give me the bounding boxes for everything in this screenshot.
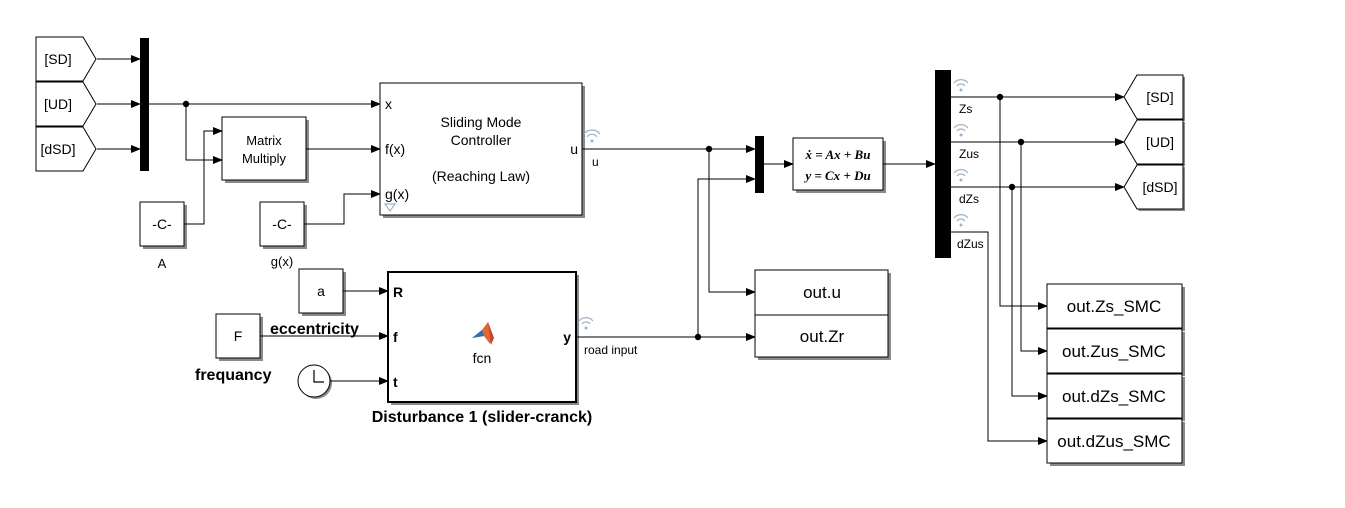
constant-a-eccentricity-block[interactable]: a <box>298 268 346 316</box>
state-space-eq2: y = Cx + Du <box>803 168 870 183</box>
goto-tag-label: [UD] <box>44 96 72 112</box>
goto-tag-label: [dSD] <box>40 141 75 157</box>
disturbance-port-r: R <box>393 284 403 300</box>
sliding-mode-controller-block[interactable]: Sliding Mode Controller (Reaching Law) x… <box>379 82 585 218</box>
constant-a-block[interactable]: -C- <box>139 201 187 249</box>
goto-tag-sd-right[interactable]: [SD] <box>1123 74 1185 121</box>
matrix-multiply-block[interactable]: Matrix Multiply <box>221 116 309 183</box>
signal-log-icon <box>953 169 969 182</box>
frequency-label: frequancy <box>195 367 272 384</box>
constant-a-value: -C- <box>152 216 172 232</box>
disturbance-fcn-block[interactable]: R f t y fcn <box>387 271 579 405</box>
disturbance-port-f: f <box>393 329 398 345</box>
signal-log-icon <box>953 214 969 227</box>
constant-g-value: -C- <box>272 216 292 232</box>
const-f-value: F <box>234 328 243 344</box>
fcn-label: fcn <box>473 350 492 366</box>
signal-log-icon <box>578 317 594 330</box>
state-space-block[interactable]: ẋ = Ax + Bu y = Cx + Du <box>792 137 886 193</box>
disturbance-port-y: y <box>563 329 571 345</box>
matrix-multiply-line2: Multiply <box>242 151 287 166</box>
out-label: out.Zus_SMC <box>1062 342 1166 361</box>
goto-tag-dsd-left[interactable]: [dSD] <box>35 126 97 172</box>
demux-right[interactable] <box>935 70 951 258</box>
disturbance-title: Disturbance 1 (slider-cranck) <box>372 409 593 426</box>
state-space-eq1: ẋ = Ax + Bu <box>805 147 871 162</box>
goto-tag-ud-right[interactable]: [UD] <box>1123 119 1185 166</box>
matrix-multiply-line1: Matrix <box>246 133 282 148</box>
signal-zus-label: Zus <box>959 147 979 161</box>
controller-line3: (Reaching Law) <box>432 168 530 184</box>
signal-log-icon <box>953 79 969 92</box>
eccentricity-label: eccentricity <box>270 321 359 338</box>
out-dzs-smc-block[interactable]: out.dZs_SMC <box>1046 373 1185 421</box>
signal-dzus-label: dZus <box>957 237 984 251</box>
log-signal-icon <box>383 203 397 213</box>
goto-tag-dsd-right[interactable]: [dSD] <box>1123 164 1185 211</box>
out-label: out.Zr <box>800 327 845 346</box>
signal-log-icon <box>583 129 601 143</box>
signal-log-icon <box>953 124 969 137</box>
signal-u-label: u <box>592 155 599 169</box>
goto-tag-label: [UD] <box>1146 134 1174 150</box>
clock-icon[interactable] <box>297 364 332 399</box>
signal-zs-label: Zs <box>959 102 972 116</box>
matlab-logo-icon <box>472 322 494 345</box>
out-label: out.dZs_SMC <box>1062 387 1166 406</box>
constant-g-label: g(x) <box>271 254 293 269</box>
out-u-block[interactable]: out.u <box>754 269 891 318</box>
const-a-value: a <box>317 283 325 299</box>
goto-tag-label: [SD] <box>44 51 71 67</box>
out-zs-smc-block[interactable]: out.Zs_SMC <box>1046 283 1185 331</box>
disturbance-port-t: t <box>393 374 398 390</box>
controller-port-u: u <box>570 141 578 157</box>
out-zus-smc-block[interactable]: out.Zus_SMC <box>1046 328 1185 376</box>
mux-middle[interactable] <box>755 136 764 193</box>
signal-dzs-label: dZs <box>959 192 979 206</box>
goto-tag-ud-left[interactable]: [UD] <box>35 81 97 127</box>
mux-left[interactable] <box>140 38 149 171</box>
constant-g-block[interactable]: -C- <box>259 201 307 249</box>
out-zr-block[interactable]: out.Zr <box>754 314 891 360</box>
out-label: out.Zs_SMC <box>1067 297 1161 316</box>
controller-port-x: x <box>385 96 392 112</box>
goto-tag-sd-left[interactable]: [SD] <box>35 36 97 82</box>
controller-port-gx: g(x) <box>385 186 409 202</box>
goto-tag-label: [dSD] <box>1142 179 1177 195</box>
controller-port-fx: f(x) <box>385 141 405 157</box>
out-label: out.dZus_SMC <box>1057 432 1170 451</box>
controller-line1: Sliding Mode <box>441 114 522 130</box>
out-label: out.u <box>803 283 841 302</box>
constant-a-label: A <box>158 256 167 271</box>
constant-f-block[interactable]: F <box>215 313 263 361</box>
out-dzus-smc-block[interactable]: out.dZus_SMC <box>1046 418 1185 466</box>
controller-line2: Controller <box>451 132 512 148</box>
goto-tag-label: [SD] <box>1146 89 1173 105</box>
road-input-label: road input <box>584 343 638 357</box>
